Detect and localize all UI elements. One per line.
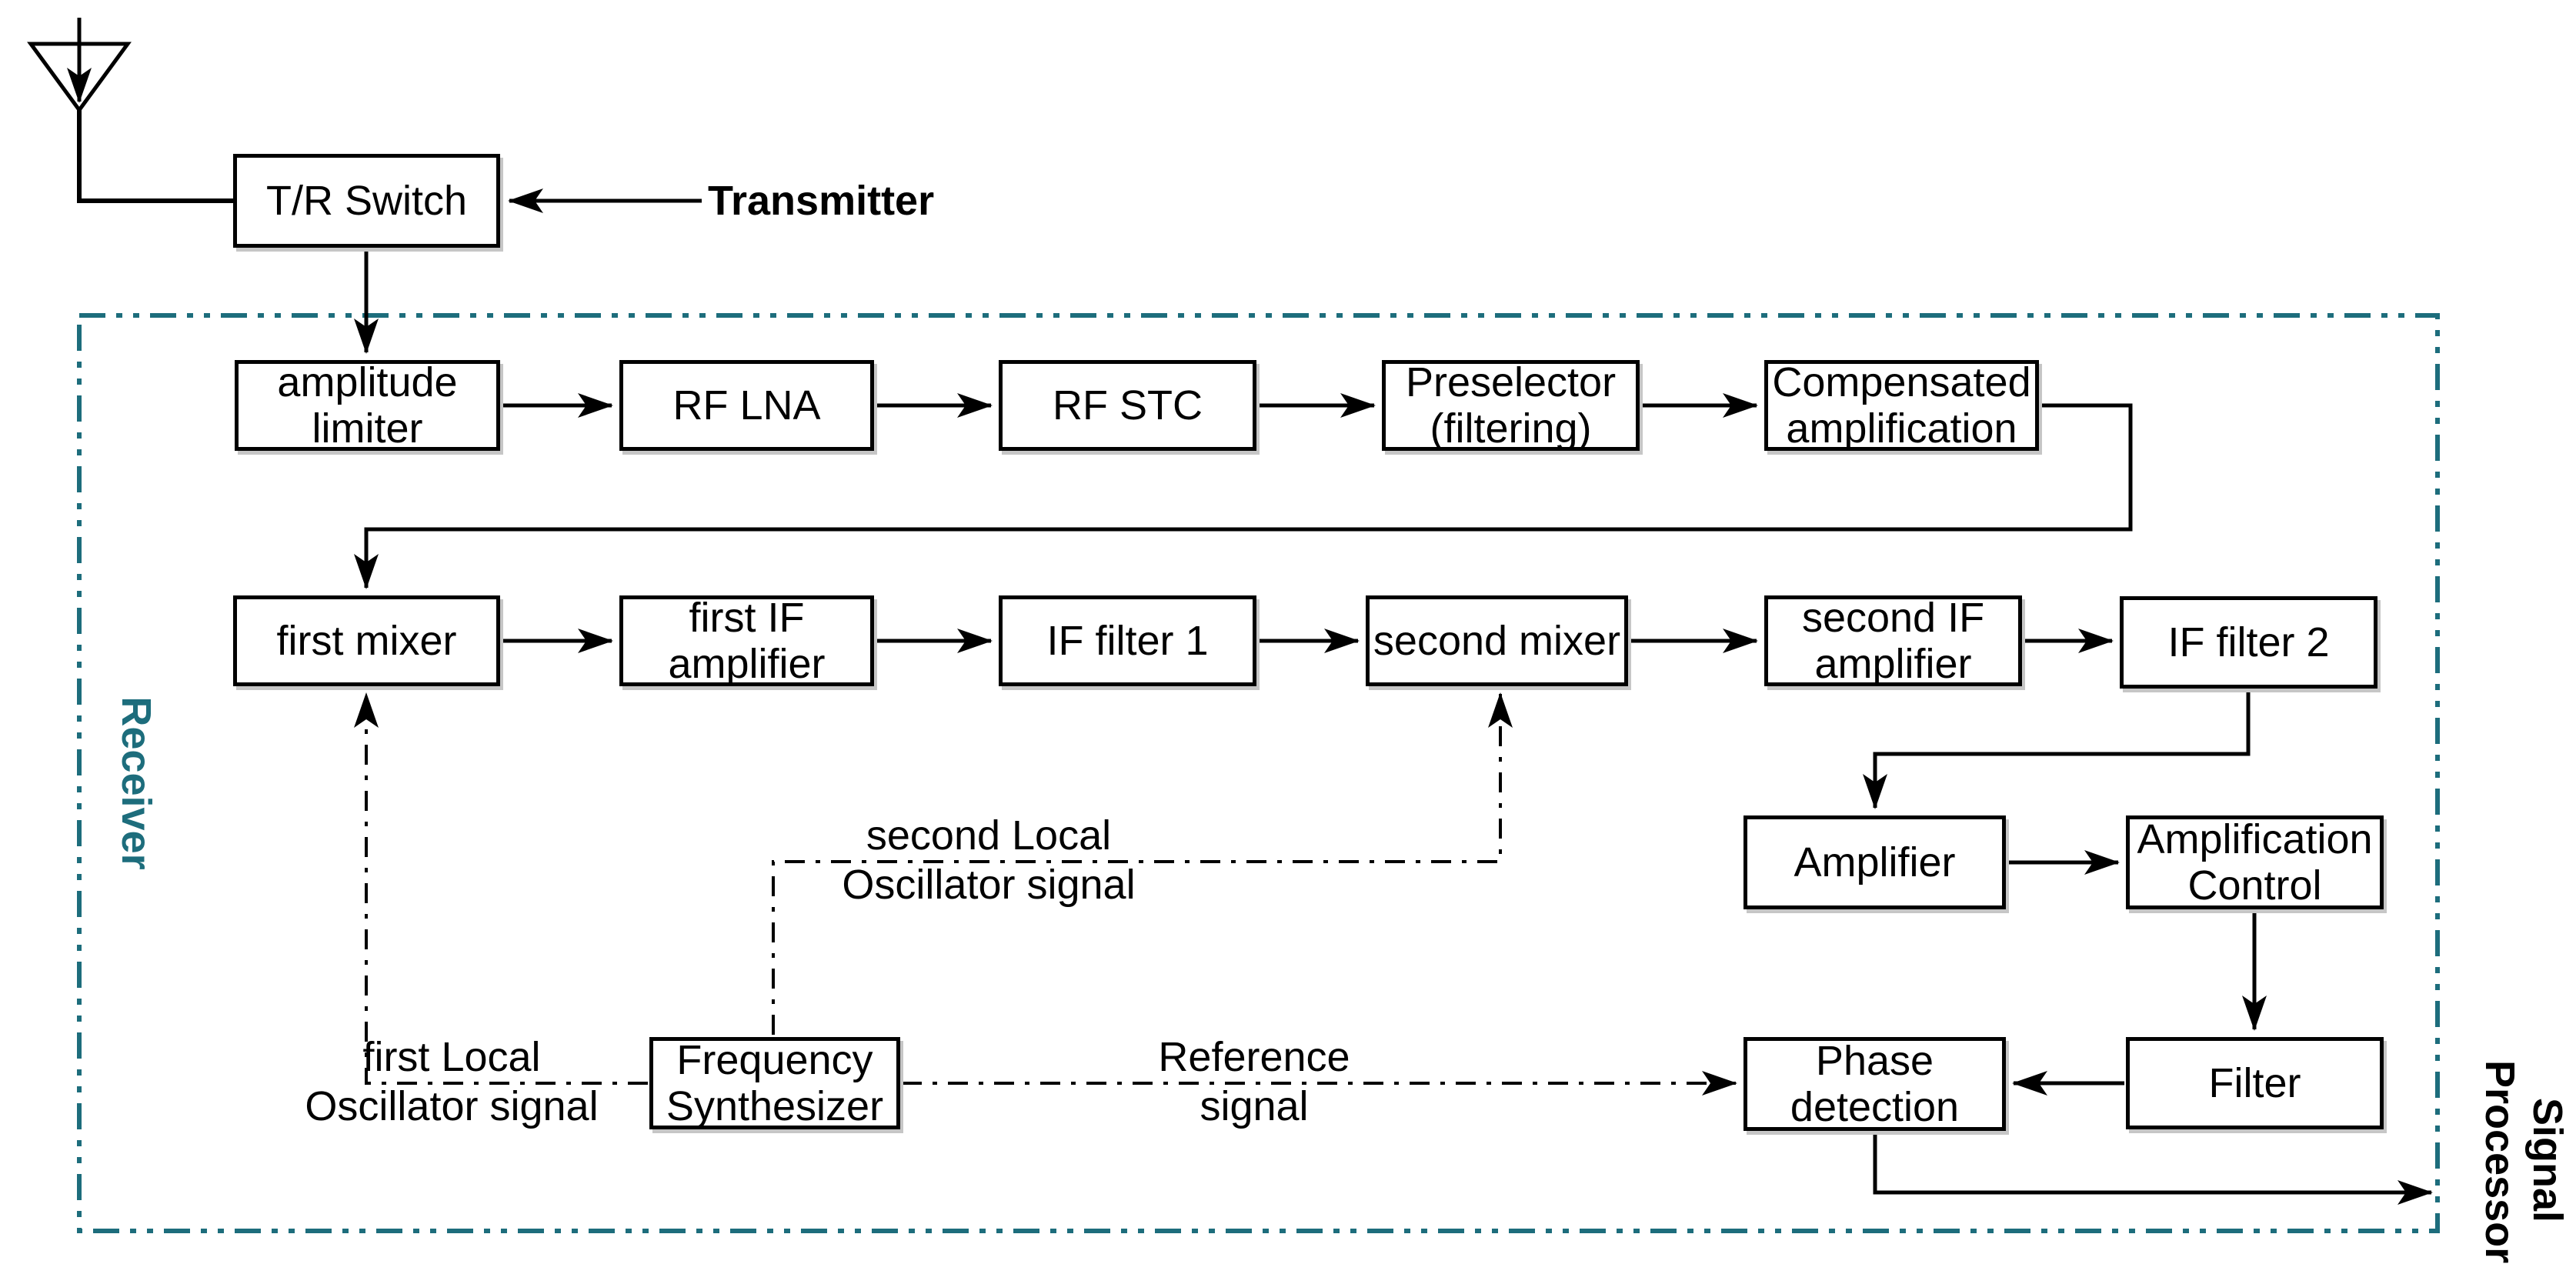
block-filter: Filter — [2126, 1037, 2384, 1129]
block-amplitude-limiter: amplitude limiter — [235, 359, 500, 452]
block-first-mixer: first mixer — [233, 595, 500, 686]
antenna-icon — [27, 18, 233, 203]
block-second-if-amplifier: second IF amplifier — [1764, 595, 2022, 687]
connector-second-lo-signal — [772, 692, 1513, 1035]
block-amplification-control: Amplification Control — [2126, 815, 2384, 909]
connector-first-lo-signal — [354, 692, 648, 1085]
receiver-boundary — [77, 313, 2440, 1233]
signal-processor-label: Signal Processor — [2477, 1060, 2571, 1264]
block-frequency-synthesizer: Frequency Synthesizer — [649, 1037, 900, 1129]
block-preselector: Preselector (filtering) — [1382, 359, 1640, 452]
block-first-if-amplifier: first IF amplifier — [619, 595, 874, 687]
block-if-filter-2: IF filter 2 — [2120, 596, 2377, 689]
block-compensated-amplification: Compensated amplification — [1764, 359, 2039, 452]
first-lo-signal-label: first Local Oscillator signal — [305, 1034, 599, 1129]
connector-phase-detection-to-signal-processor — [1873, 1131, 2433, 1205]
block-phase-detection: Phase detection — [1743, 1037, 2006, 1131]
block-rf-lna: RF LNA — [619, 360, 874, 451]
block-if-filter-1: IF filter 1 — [999, 595, 1256, 686]
block-second-mixer: second mixer — [1366, 595, 1628, 686]
reference-signal-label: Reference signal — [1158, 1034, 1350, 1129]
transmitter-label: Transmitter — [708, 178, 935, 224]
connector-compensated-to-first-mixer — [354, 403, 2133, 589]
block-tr-switch: T/R Switch — [233, 154, 500, 248]
receiver-region-label: Receiver — [113, 696, 159, 870]
block-rf-stc: RF STC — [999, 360, 1256, 451]
second-lo-signal-label: second Local Oscillator signal — [842, 812, 1136, 908]
connector-if-filter-2-to-amplifier — [1863, 689, 2251, 809]
block-amplifier: Amplifier — [1743, 815, 2006, 909]
